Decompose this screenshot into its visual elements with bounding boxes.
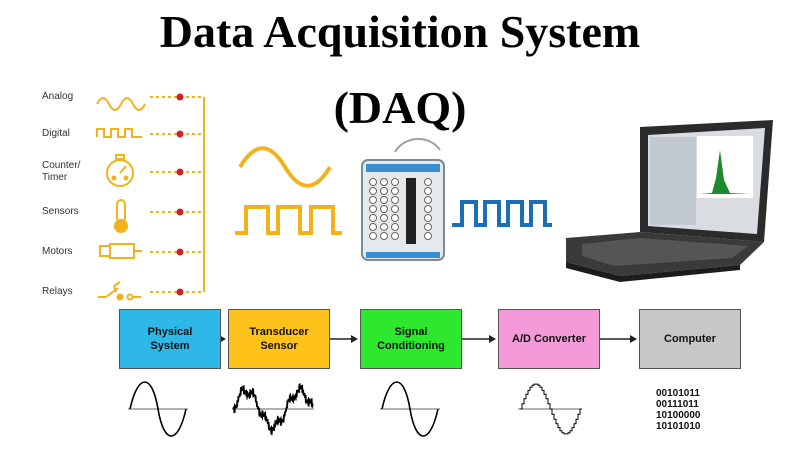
stopwatch-icon bbox=[106, 154, 134, 187]
digitized-pulse-wave bbox=[452, 200, 552, 227]
signal-node-dot bbox=[176, 248, 184, 256]
terminal-screw bbox=[391, 187, 399, 195]
flow-arrowhead bbox=[489, 335, 496, 343]
terminal-screw bbox=[369, 187, 377, 195]
terminal-screw bbox=[369, 232, 377, 240]
terminal-screw bbox=[391, 214, 399, 222]
pipeline-block: Signal Conditioning bbox=[360, 309, 462, 369]
terminal-screw bbox=[424, 187, 432, 195]
flow-arrowhead bbox=[351, 335, 358, 343]
relay-switch-icon bbox=[98, 281, 141, 301]
flow-arrowhead bbox=[630, 335, 637, 343]
pipeline-block: Physical System bbox=[119, 309, 221, 369]
binary-word: 10101010 bbox=[656, 421, 701, 432]
terminal-screw bbox=[424, 196, 432, 204]
binary-word: 00101011 bbox=[656, 388, 700, 399]
terminal-screw bbox=[380, 232, 388, 240]
terminal-screw bbox=[424, 178, 432, 186]
terminal-screw bbox=[391, 223, 399, 231]
analog-wave-icon bbox=[96, 97, 146, 111]
signal-node-dot bbox=[176, 130, 184, 138]
signal-type-label: Digital bbox=[42, 128, 70, 139]
binary-word: 10100000 bbox=[656, 410, 701, 421]
terminal-screw bbox=[391, 205, 399, 213]
daq-device-image bbox=[361, 138, 445, 261]
page-title: Data Acquisition System bbox=[159, 6, 641, 57]
terminal-screw bbox=[391, 232, 399, 240]
motor-icon bbox=[99, 243, 142, 259]
pipeline-block: A/D Converter bbox=[498, 309, 600, 369]
terminal-screw bbox=[380, 196, 388, 204]
terminal-screw bbox=[369, 205, 377, 213]
signal-type-label: Analog bbox=[42, 91, 74, 102]
terminal-screw bbox=[369, 214, 377, 222]
terminal-screw bbox=[380, 178, 388, 186]
terminal-screw bbox=[380, 187, 388, 195]
terminal-screw bbox=[424, 214, 432, 222]
signal-type-label: Relays bbox=[42, 286, 73, 297]
terminal-screw bbox=[380, 205, 388, 213]
signal-type-label: Counter/ Timer bbox=[42, 160, 81, 183]
signal-node-dot bbox=[176, 93, 184, 101]
signal-node-dot bbox=[176, 208, 184, 216]
terminal-screw bbox=[380, 214, 388, 222]
thermometer-icon bbox=[114, 199, 128, 233]
sampled-waveform bbox=[518, 383, 582, 435]
terminal-screw bbox=[369, 196, 377, 204]
terminal-screw bbox=[424, 223, 432, 231]
pipeline-block: Transducer Sensor bbox=[228, 309, 330, 369]
signal-node-dot bbox=[176, 168, 184, 176]
transducer-noisy-waveform bbox=[232, 383, 314, 436]
terminal-screw bbox=[391, 178, 399, 186]
conditioned-waveform bbox=[380, 381, 440, 437]
terminal-screw bbox=[369, 223, 377, 231]
physical-system-waveform bbox=[128, 381, 188, 437]
signal-type-label: Sensors bbox=[42, 206, 79, 217]
page-subtitle: (DAQ) bbox=[333, 82, 467, 133]
digital-signal-wave bbox=[235, 205, 342, 235]
signal-type-label: Motors bbox=[42, 246, 73, 257]
terminal-screw bbox=[424, 205, 432, 213]
terminal-screw bbox=[380, 223, 388, 231]
signal-node-dot bbox=[176, 288, 184, 296]
terminal-screw bbox=[424, 232, 432, 240]
binary-word: 00111011 bbox=[656, 399, 699, 410]
laptop-computer-image bbox=[566, 120, 773, 282]
pipeline-block: Computer bbox=[639, 309, 741, 369]
terminal-screw bbox=[391, 196, 399, 204]
analog-signal-wave bbox=[238, 146, 332, 188]
digital-pulse-icon bbox=[96, 128, 142, 138]
terminal-screw bbox=[369, 178, 377, 186]
